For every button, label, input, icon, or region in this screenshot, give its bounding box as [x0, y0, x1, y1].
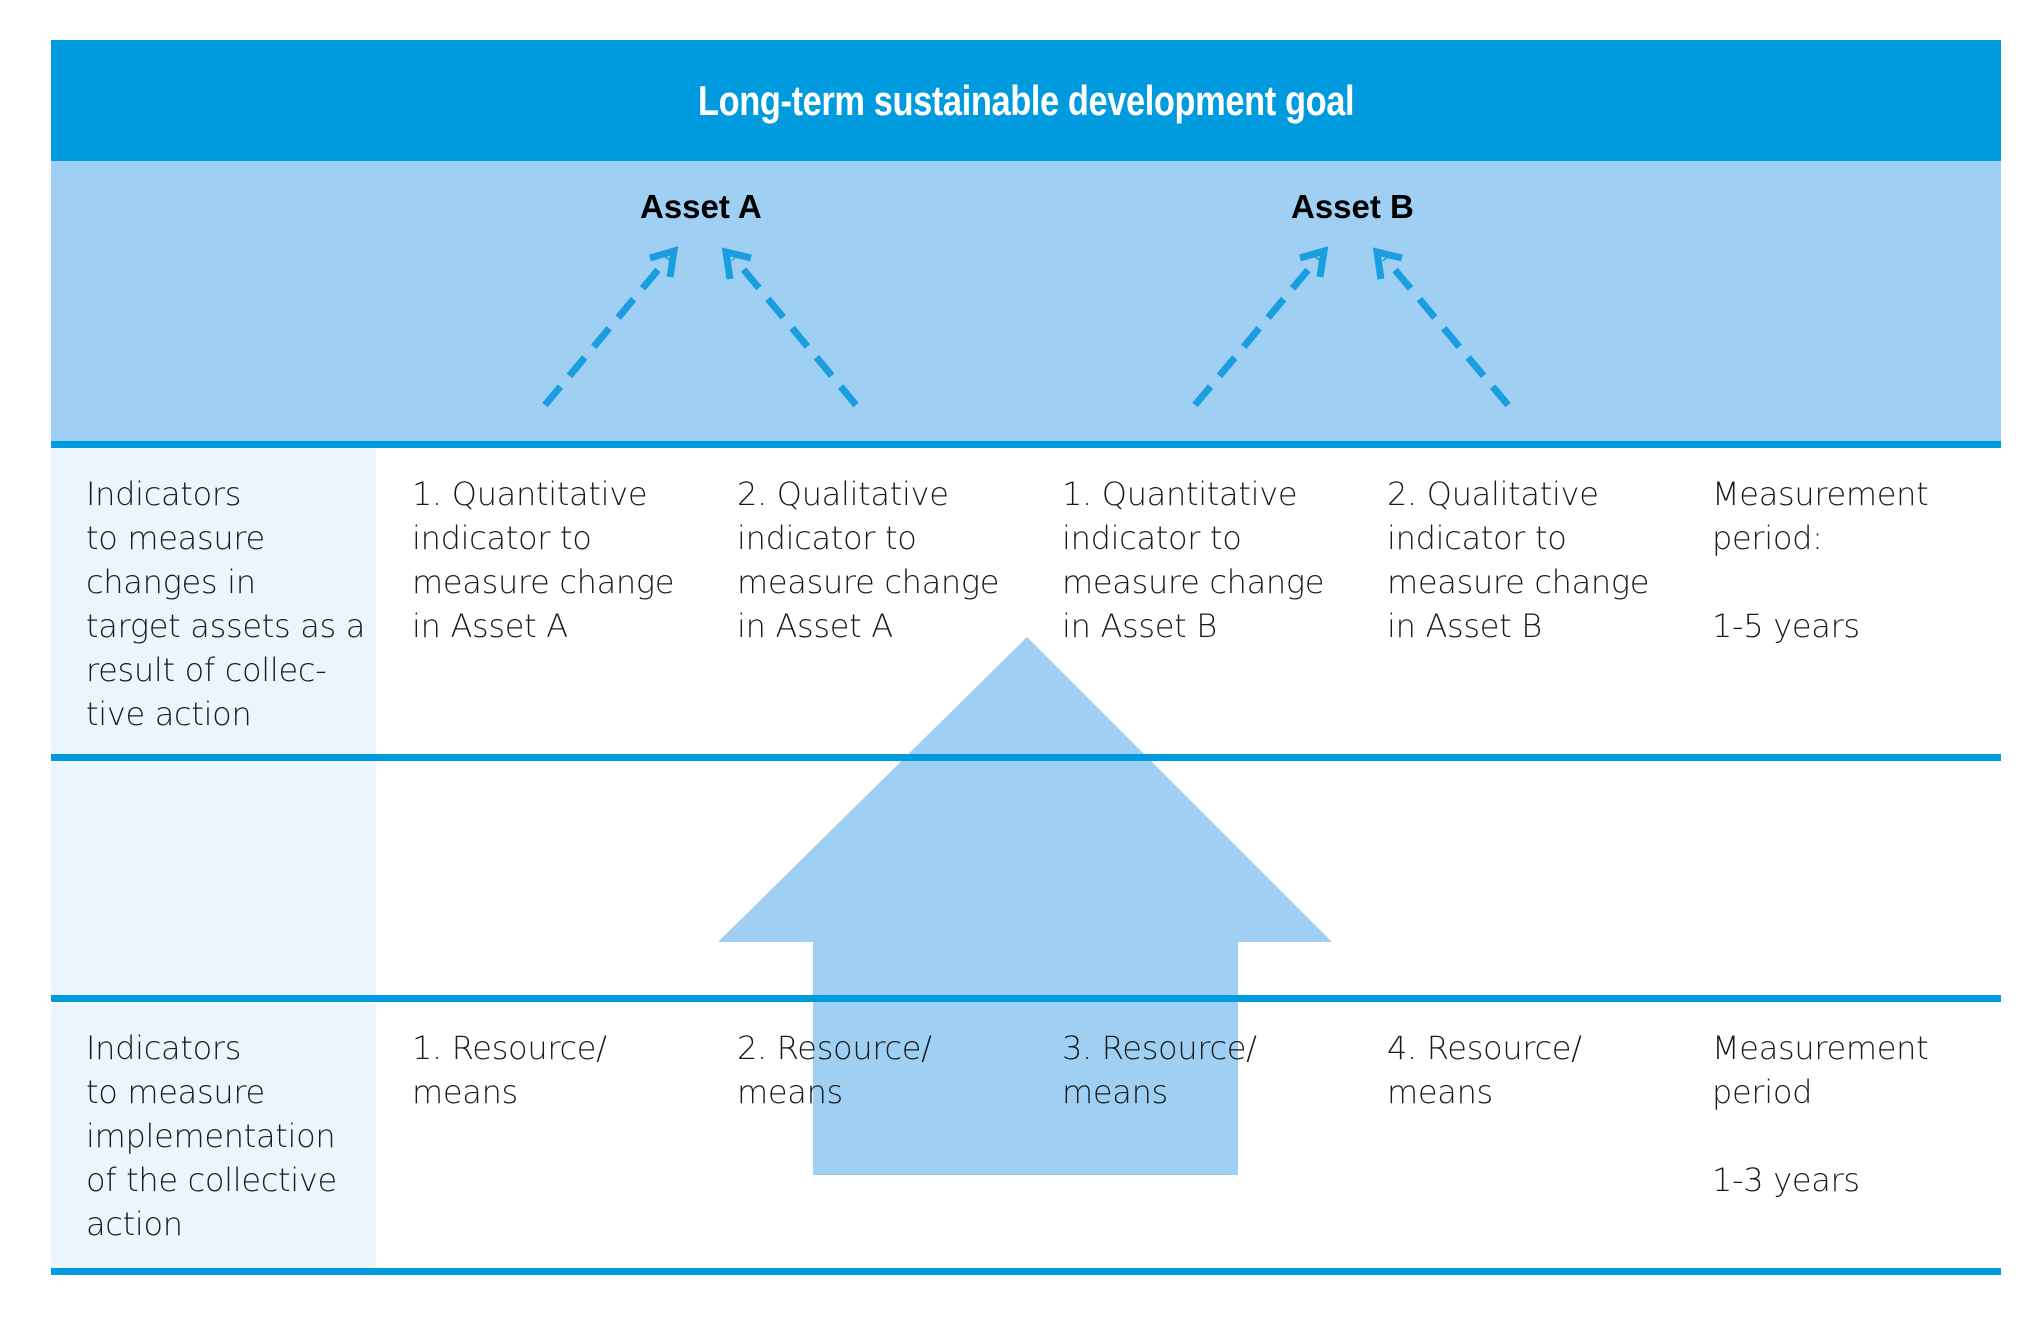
cell-line [1712, 1114, 1928, 1158]
divider-middle [51, 754, 2001, 761]
asset-band [51, 161, 2001, 442]
cell-line: 4. Resource/ [1387, 1029, 1582, 1067]
label-line: tive action [86, 695, 252, 733]
cell-line: measure change [412, 563, 675, 601]
cell-line: in Asset A [412, 607, 568, 645]
indicator-quantitative-a: 1. Quantitative indicator to measure cha… [412, 472, 675, 648]
cell-line: period [1712, 1073, 1813, 1111]
indicator-qualitative-b: 2. Qualitative indicator to measure chan… [1387, 472, 1650, 648]
label-line: implementation [86, 1117, 336, 1155]
measurement-period-implementation: Measurement period 1-3 years [1712, 1026, 1929, 1202]
cell-line: 1. Quantitative [412, 475, 648, 513]
dashed-arrow-b-right [1382, 255, 1511, 408]
cell-line: in Asset A [737, 607, 893, 645]
arrowhead-a-right [721, 247, 752, 280]
cell-line: 2. Qualitative [737, 475, 949, 513]
cell-line: means [1387, 1073, 1493, 1111]
indicator-quantitative-b: 1. Quantitative indicator to measure cha… [1062, 472, 1325, 648]
label-line: Indicators [86, 475, 242, 513]
indicator-qualitative-a: 2. Qualitative indicator to measure chan… [737, 472, 1000, 648]
cell-line: 1-5 years [1712, 607, 1860, 645]
cell-line: measure change [1062, 563, 1325, 601]
cell-line: Measurement [1712, 1029, 1929, 1067]
label-line: to measure [86, 519, 265, 557]
goal-title: Long-term sustainable development goal [697, 76, 1355, 124]
label-line: changes in [86, 563, 256, 601]
cell-line: indicator to [1387, 519, 1567, 557]
cell-line: Measurement [1712, 475, 1929, 513]
cell-line: in Asset B [1387, 607, 1542, 645]
cell-line: 1. Resource/ [412, 1029, 607, 1067]
cell-line: 2. Qualitative [1387, 475, 1599, 513]
big-up-arrow-shape [718, 637, 1332, 1175]
outcome-label-column [51, 448, 376, 754]
resource-means-3: 3. Resource/ means [1062, 1026, 1257, 1114]
resource-means-2: 2. Resource/ means [737, 1026, 932, 1114]
cell-line: 1. Quantitative [1062, 475, 1298, 513]
cell-line: 1-3 years [1712, 1161, 1860, 1199]
asset-b-label: Asset B [1291, 188, 1414, 225]
goal-banner: Long-term sustainable development goal [51, 40, 2001, 161]
cell-line: measure change [1387, 563, 1650, 601]
implementation-label-column [51, 1004, 376, 1270]
label-line: of the collective [86, 1161, 337, 1199]
cell-line: means [1062, 1073, 1168, 1111]
divider-top [51, 441, 2001, 448]
cell-line: 2. Resource/ [737, 1029, 932, 1067]
cell-line: indicator to [737, 519, 917, 557]
resource-means-1: 1. Resource/ means [412, 1026, 607, 1114]
dashed-arrow-b-left [1192, 255, 1321, 408]
label-line: Indicators [86, 1029, 242, 1067]
label-line: target assets as a [86, 607, 366, 645]
divider-bottom [51, 1268, 2001, 1275]
cell-line: means [412, 1073, 518, 1111]
cell-line [1712, 560, 1928, 604]
resource-means-4: 4. Resource/ means [1387, 1026, 1582, 1114]
outcome-row-label: Indicators to measure changes in target … [86, 472, 365, 736]
arrowhead-a-left [649, 246, 679, 278]
arrowhead-b-left [1299, 246, 1329, 278]
cell-line: period: [1712, 519, 1823, 557]
spacer-label-column [51, 761, 376, 998]
dashed-arrow-a-right [731, 255, 859, 408]
label-line: action [86, 1205, 183, 1243]
measurement-period-outcome: Measurement period: 1-5 years [1712, 472, 1929, 648]
divider-lower [51, 995, 2001, 1002]
implementation-row-label: Indicators to measure implementation of … [86, 1026, 337, 1246]
cell-line: 3. Resource/ [1062, 1029, 1257, 1067]
label-line: to measure [86, 1073, 265, 1111]
arrowhead-b-right [1372, 247, 1403, 280]
cell-line: in Asset B [1062, 607, 1217, 645]
dashed-arrow-a-left [542, 255, 671, 408]
cell-line: means [737, 1073, 843, 1111]
label-line: result of collec- [86, 651, 327, 689]
cell-line: indicator to [1062, 519, 1242, 557]
cell-line: measure change [737, 563, 1000, 601]
cell-line: indicator to [412, 519, 592, 557]
asset-a-label: Asset A [640, 188, 762, 225]
